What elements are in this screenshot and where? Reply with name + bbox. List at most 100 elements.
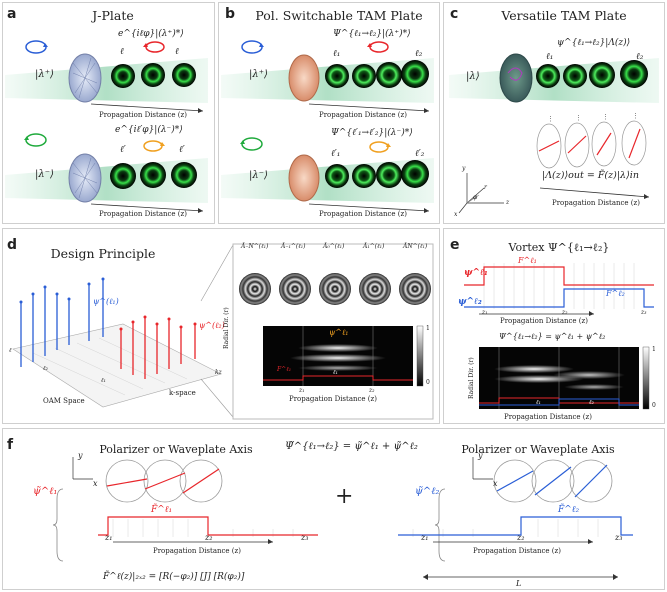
- design-heatmap: [263, 326, 413, 386]
- f-circle-l2: [143, 459, 187, 503]
- e-heat-xlabel: Propagation Distance (z): [504, 413, 592, 421]
- c-state: |λ⟩: [466, 71, 480, 82]
- f-f-right: F̃^ℓ₂: [558, 505, 580, 515]
- order-a4: ℓ′: [179, 145, 185, 155]
- f-matrix-eq: F̃^ℓ(z)|₂ₓ₂ = [R(−φ₂)] [J] [R(φ₂)]: [103, 572, 245, 582]
- donut-a1: [111, 64, 135, 88]
- f-axis-right: Propagation Distance (z): [473, 547, 561, 555]
- e-z2: z₂: [562, 309, 568, 316]
- f-plus: +: [335, 484, 354, 509]
- donut-b3: [376, 62, 402, 88]
- f-sum-eq: Ψ̃^{ℓ₁→ℓ₂} = ψ̃^ℓ₁ + ψ̃^ℓ₂: [285, 441, 418, 452]
- panel-e: e Vortex Ψ^{ℓ₁→ℓ₂} ψ^ℓ₁ ψ^ℓ₂ F^ℓ₁ F^ℓ₂ z…: [443, 228, 665, 424]
- colorbar-e: [642, 346, 650, 410]
- e-f2: F^ℓ₂: [606, 289, 625, 298]
- c-order-1: ℓ₁: [546, 52, 554, 62]
- f-y-right: y: [478, 451, 483, 460]
- f-left-profile: [98, 516, 318, 536]
- donut-b1: [325, 64, 349, 88]
- e-heat-ylabel: Radial Dir. (r): [468, 357, 475, 399]
- e-heat-l2: ℓ₂: [589, 399, 594, 406]
- d-z1: z₁: [299, 387, 305, 394]
- coef-1: Ã₋N^(ℓ₁): [241, 243, 269, 250]
- d-axis-l: ℓ: [9, 347, 12, 354]
- b-order-4: ℓ′₂: [415, 149, 425, 159]
- b-expr-bottom: Ψ^{ℓ′₁→ℓ′₂}|(λ⁻)*⟩: [331, 128, 413, 138]
- b-state-plus: |λ⁺⟩: [249, 69, 268, 80]
- f-axis-title-right: Polarizer or Waveplate Axis: [461, 443, 615, 456]
- e-psi2: ψ^ℓ₂: [458, 297, 482, 307]
- coef-2: Ã₋₁^(ℓ₁): [281, 243, 306, 250]
- d-psi1: ψ^(ℓ₁): [93, 297, 119, 306]
- mode-ring-3: [319, 273, 351, 305]
- mode-ring-4: [359, 273, 391, 305]
- d-oam-label: OAM Space: [43, 397, 85, 405]
- axis-b-top: Propagation Distance (z): [319, 111, 407, 119]
- f-circle-r1: [493, 459, 537, 503]
- d-heat-ylabel: Radial Dir. (r): [223, 307, 230, 349]
- d-heat-xlabel: Propagation Distance (z): [289, 395, 377, 403]
- pol-state-1: [536, 123, 562, 169]
- state-lambda-plus: |λ⁺⟩: [35, 69, 54, 80]
- panel-b-graphic: [221, 40, 434, 213]
- d-z2: z₂: [369, 387, 375, 394]
- mode-ring-1: [239, 273, 271, 305]
- order-a1: ℓ: [120, 47, 124, 57]
- c-coord-r: r: [484, 184, 487, 191]
- e-psi1: ψ^ℓ₁: [464, 268, 488, 278]
- f-circle-r3: [569, 459, 613, 503]
- coef-4: Ã₁^(ℓ₁): [363, 243, 385, 250]
- donut-b5: [325, 164, 349, 188]
- d-axis-kz: kz: [215, 369, 222, 376]
- e-cbar-0: 0: [652, 402, 656, 409]
- f-y-left: y: [78, 451, 83, 460]
- f-axis-left: Propagation Distance (z): [153, 547, 241, 555]
- f-length-label: L: [516, 579, 522, 588]
- d-cbar-1: 1: [426, 325, 430, 332]
- order-a3: ℓ′: [120, 145, 126, 155]
- panel-f: f Polarizer or Waveplate Axis Polarizer …: [2, 428, 665, 590]
- mode-ring-2: [279, 273, 311, 305]
- donut-b2: [352, 64, 376, 88]
- panel-b: b Pol. Switchable TAM Plate: [218, 2, 440, 224]
- panel-e-profile: [464, 263, 654, 316]
- f-circle-r2: [531, 459, 575, 503]
- b-expr-top: Ψ^{ℓ₁→ℓ₂}|(λ⁺)*⟩: [333, 29, 411, 39]
- donut-a2: [141, 63, 165, 87]
- axis-c: Propagation Distance (z): [552, 199, 640, 207]
- f-zl1: z₁: [105, 533, 113, 542]
- e-z1: z₁: [482, 309, 488, 316]
- f-zr2: z₂: [517, 533, 525, 542]
- donut-b7: [376, 162, 402, 188]
- pol-state-3: [591, 121, 617, 167]
- f-zr3: z₃: [615, 533, 623, 542]
- order-a2: ℓ: [175, 47, 179, 57]
- panel-c-label: c: [450, 6, 459, 22]
- e-heatmap: [479, 347, 639, 409]
- e-f2-profile: [464, 288, 654, 308]
- panel-e-label: e: [450, 237, 460, 253]
- donut-a4: [110, 163, 136, 189]
- panel-a-label: a: [7, 6, 17, 22]
- tam-plate-bottom: [288, 154, 320, 202]
- c-expr: ψ^{ℓ₁→ℓ₂}|Λ(z)⟩: [557, 38, 631, 48]
- donut-b4: [401, 60, 429, 88]
- b-order-3: ℓ′₁: [331, 149, 341, 159]
- f-zl3: z₃: [301, 533, 309, 542]
- expr-a-bottom: e^{iℓ′φ}|(λ⁻)*⟩: [115, 125, 183, 135]
- mode-ring-5: [399, 273, 431, 305]
- svg-text:⋮: ⋮: [547, 115, 554, 123]
- panel-d-title: Design Principle: [50, 246, 156, 261]
- axis-a-bottom: Propagation Distance (z): [99, 210, 187, 218]
- pol-state-4: [621, 120, 647, 166]
- panel-d: d Design Principle: [2, 228, 440, 424]
- c-coord-y: y: [462, 165, 466, 172]
- b-order-2: ℓ₂: [415, 49, 423, 59]
- panel-c: c Versatile TAM Plate ⋮⋮⋮: [443, 2, 665, 224]
- f-x-left: x: [93, 479, 98, 488]
- svg-text:⋮: ⋮: [602, 113, 609, 121]
- pol-arrow-orange: [143, 140, 163, 152]
- f-x-right: x: [493, 479, 498, 488]
- donut-b8: [401, 160, 429, 188]
- panel-c-graphic: ⋮⋮⋮⋮: [449, 53, 659, 214]
